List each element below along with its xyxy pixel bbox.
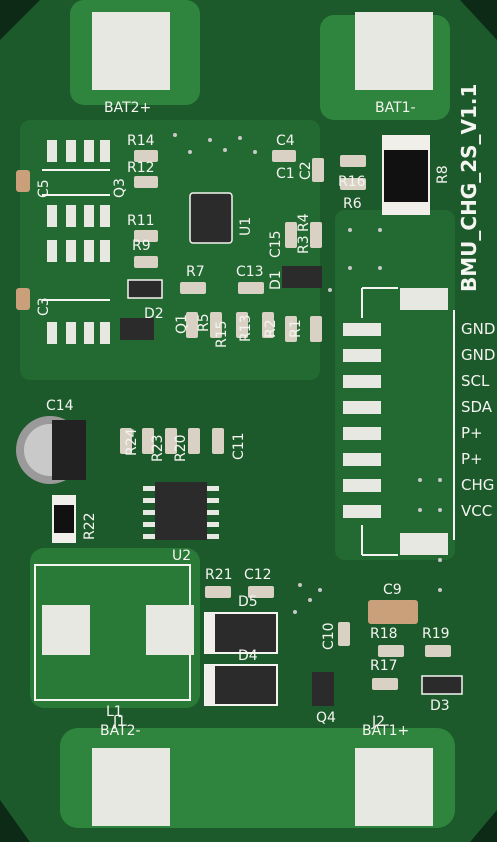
ref-c13: C13 <box>236 264 264 280</box>
c14-stripe <box>52 420 86 480</box>
d3-body <box>421 675 463 695</box>
ref-c12: C12 <box>244 567 272 583</box>
ref-d3: D3 <box>430 698 450 714</box>
c9-body <box>368 600 418 624</box>
pin-label: SDA <box>461 398 493 416</box>
cap-c3-body <box>16 288 30 310</box>
ref-r13: R13 <box>238 314 254 342</box>
ref-r18: R18 <box>370 626 398 642</box>
ref-r4: R4 <box>296 213 312 232</box>
r8-core <box>384 150 428 202</box>
l1-pad-right <box>146 605 194 655</box>
ref-c15: C15 <box>268 230 284 258</box>
d5-body <box>204 612 278 654</box>
ref-r21: R21 <box>205 567 233 583</box>
ref-r20: R20 <box>173 434 189 462</box>
r22-core <box>54 505 74 533</box>
q1-body <box>120 318 154 340</box>
ref-c11: C11 <box>231 432 247 460</box>
pad-bat2-plus <box>92 12 170 90</box>
ref-r24: R24 <box>124 428 140 456</box>
label-bat1-minus: BAT1- <box>375 100 416 116</box>
pin-label: GND <box>461 320 495 338</box>
ref-j2: J2 <box>371 714 385 730</box>
ref-l1: L1 <box>106 704 123 720</box>
ref-c9: C9 <box>383 582 402 598</box>
ref-r15: R15 <box>214 320 230 348</box>
ref-c1: C1 <box>276 166 295 182</box>
ref-q3: Q3 <box>112 178 128 198</box>
ref-r7: R7 <box>186 264 205 280</box>
label-bat2-plus: BAT2+ <box>104 100 151 116</box>
ref-r9: R9 <box>132 238 151 254</box>
ref-r23: R23 <box>150 434 166 462</box>
u2-pins <box>143 486 219 539</box>
ref-r16: R16 <box>338 174 366 190</box>
passive-parts <box>120 150 451 690</box>
ref-r3: R3 <box>296 235 312 254</box>
ref-r17: R17 <box>370 658 398 674</box>
ref-r2: R2 <box>263 319 279 338</box>
pin-label: P+ <box>461 450 483 468</box>
pin-label: VCC <box>461 502 492 520</box>
d5-cathode <box>205 613 215 653</box>
u1-body <box>189 192 233 244</box>
d2-body <box>127 279 163 299</box>
q2-footprint <box>47 240 110 344</box>
ref-r6: R6 <box>343 196 362 212</box>
ref-d1: D1 <box>268 270 284 290</box>
ref-d4: D4 <box>238 648 258 664</box>
vias <box>173 133 442 614</box>
ref-r8: R8 <box>435 165 451 184</box>
q4-body <box>312 672 334 706</box>
connector-pads <box>343 288 448 555</box>
d4-cathode <box>205 665 215 705</box>
pad-bat2-minus <box>92 748 170 826</box>
pad-bat1-minus <box>355 12 433 90</box>
pad-bat1-plus <box>355 748 433 826</box>
ref-q1: Q1 <box>174 314 190 334</box>
reference-labels: R14 C4 R12 Q3 C5 U1 R8 R16 R6 C1 C2 R11 … <box>36 133 451 730</box>
ref-r5: R5 <box>196 313 212 332</box>
board-title: BMU_CHG_2S_V1.1 <box>457 84 481 292</box>
ref-c2: C2 <box>298 161 314 180</box>
label-bat2-minus: BAT2- <box>100 723 141 739</box>
pin-label: SCL <box>461 372 490 390</box>
ref-r19: R19 <box>422 626 450 642</box>
ref-q4: Q4 <box>316 710 336 726</box>
ref-d5: D5 <box>238 594 258 610</box>
ref-r12: R12 <box>127 160 155 176</box>
connector-pin-labels: GND GND SCL SDA P+ P+ CHG VCC <box>461 320 495 520</box>
ref-c4: C4 <box>276 133 295 149</box>
ref-c10: C10 <box>321 622 337 650</box>
d1-body <box>282 266 322 288</box>
label-bat1-plus: BAT1+ <box>362 723 409 739</box>
ref-r22: R22 <box>82 512 98 540</box>
q3-footprint <box>47 140 110 227</box>
cap-c5-body <box>16 170 30 192</box>
ref-j1: J1 <box>112 714 126 730</box>
d4-body <box>204 664 278 706</box>
ref-u1: U1 <box>238 217 254 236</box>
pin-label: P+ <box>461 424 483 442</box>
ref-c5: C5 <box>36 179 52 198</box>
ref-u2: U2 <box>172 548 191 564</box>
copper-pour-inductor <box>30 548 200 708</box>
pin-label: GND <box>461 346 495 364</box>
u2-body <box>155 482 207 540</box>
ref-r1: R1 <box>288 319 304 338</box>
ref-c14: C14 <box>46 398 74 414</box>
pin-label: CHG <box>461 476 494 494</box>
ref-r14: R14 <box>127 133 155 149</box>
l1-pad-left <box>42 605 90 655</box>
ref-r11: R11 <box>127 213 155 229</box>
ref-d2: D2 <box>144 306 164 322</box>
ref-c3: C3 <box>36 297 52 316</box>
